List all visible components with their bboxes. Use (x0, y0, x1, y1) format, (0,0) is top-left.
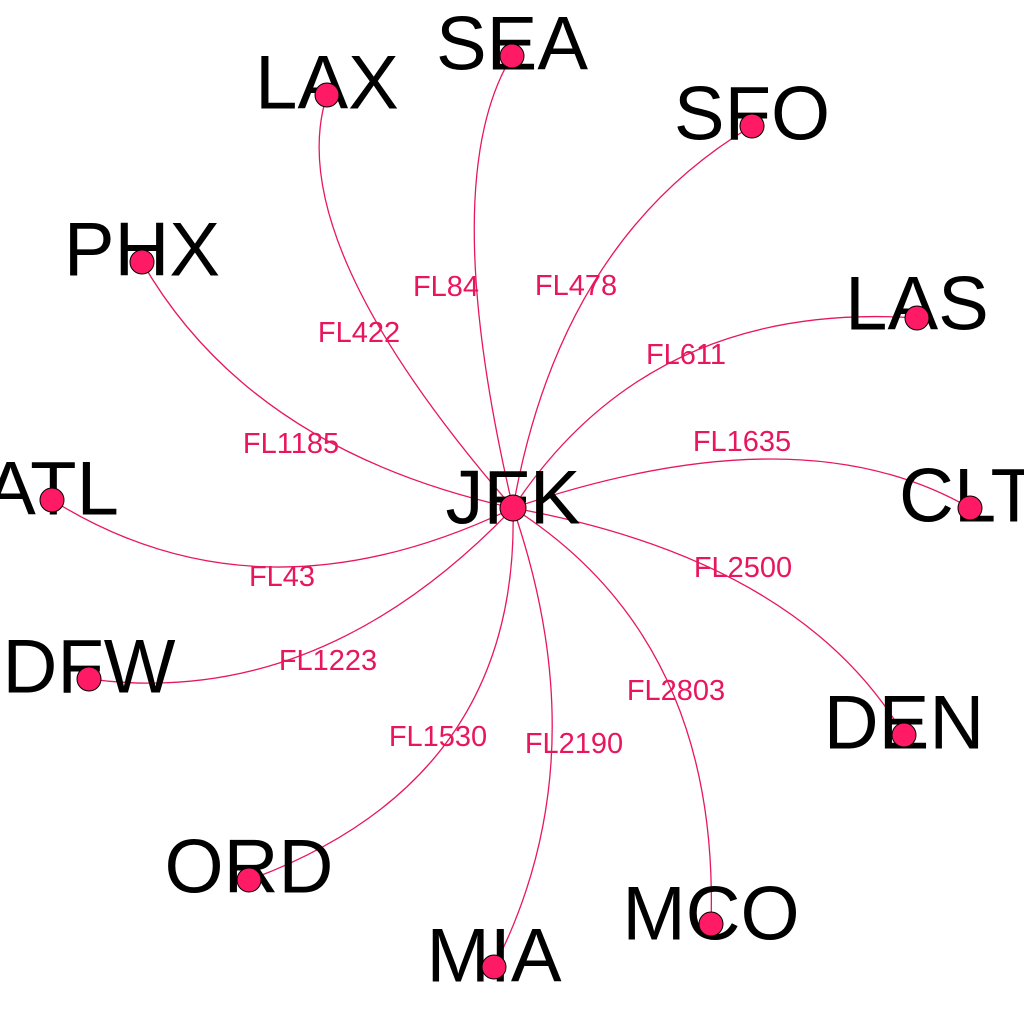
edge-jfk-clt (512, 458, 971, 509)
node-label-clt: CLT (899, 454, 1024, 539)
edge-label-fl422: FL422 (318, 317, 400, 349)
edge-label-fl2190: FL2190 (525, 728, 623, 760)
edge-label-fl2803: FL2803 (627, 675, 725, 707)
nodes-layer (39, 43, 983, 980)
edge-label-fl2500: FL2500 (694, 552, 792, 584)
node-phx[interactable] (129, 249, 155, 275)
node-labels-layer: JFKSEASFOLAXLASPHXCLTATLDENDFWMCOORDMIA (0, 2, 1024, 999)
edge-jfk-sfo (512, 125, 753, 509)
node-mia[interactable] (481, 954, 507, 980)
node-sea[interactable] (499, 43, 525, 69)
node-jfk[interactable] (499, 494, 527, 522)
node-las[interactable] (904, 305, 930, 331)
edge-jfk-mco (512, 507, 713, 925)
edge-label-fl1530: FL1530 (389, 721, 487, 753)
edges-layer (51, 55, 971, 968)
edge-label-fl611: FL611 (646, 339, 726, 371)
node-label-las: LAS (845, 262, 989, 347)
edge-label-fl84: FL84 (413, 271, 479, 303)
edge-label-fl478: FL478 (535, 270, 617, 302)
node-clt[interactable] (957, 495, 983, 521)
edge-jfk-dfw (88, 507, 514, 684)
edge-jfk-lax (318, 94, 514, 509)
edge-jfk-sea (473, 55, 514, 509)
node-ord[interactable] (236, 867, 262, 893)
edge-label-fl1223: FL1223 (279, 645, 377, 677)
edge-jfk-atl (51, 499, 514, 568)
node-label-atl: ATL (0, 447, 119, 532)
edge-label-fl43: FL43 (249, 561, 315, 593)
node-label-ord: ORD (165, 825, 334, 910)
edge-jfk-ord (248, 507, 514, 881)
edge-jfk-den (512, 507, 905, 736)
node-den[interactable] (891, 722, 917, 748)
edge-jfk-las (512, 315, 918, 509)
edge-jfk-mia (493, 507, 553, 968)
node-dfw[interactable] (76, 666, 102, 692)
node-atl[interactable] (39, 487, 65, 513)
node-mco[interactable] (698, 911, 724, 937)
edge-label-fl1185: FL1185 (243, 428, 339, 460)
node-sfo[interactable] (739, 113, 765, 139)
edge-label-fl1635: FL1635 (693, 426, 791, 458)
edge-jfk-phx (141, 261, 514, 509)
node-lax[interactable] (314, 82, 340, 108)
